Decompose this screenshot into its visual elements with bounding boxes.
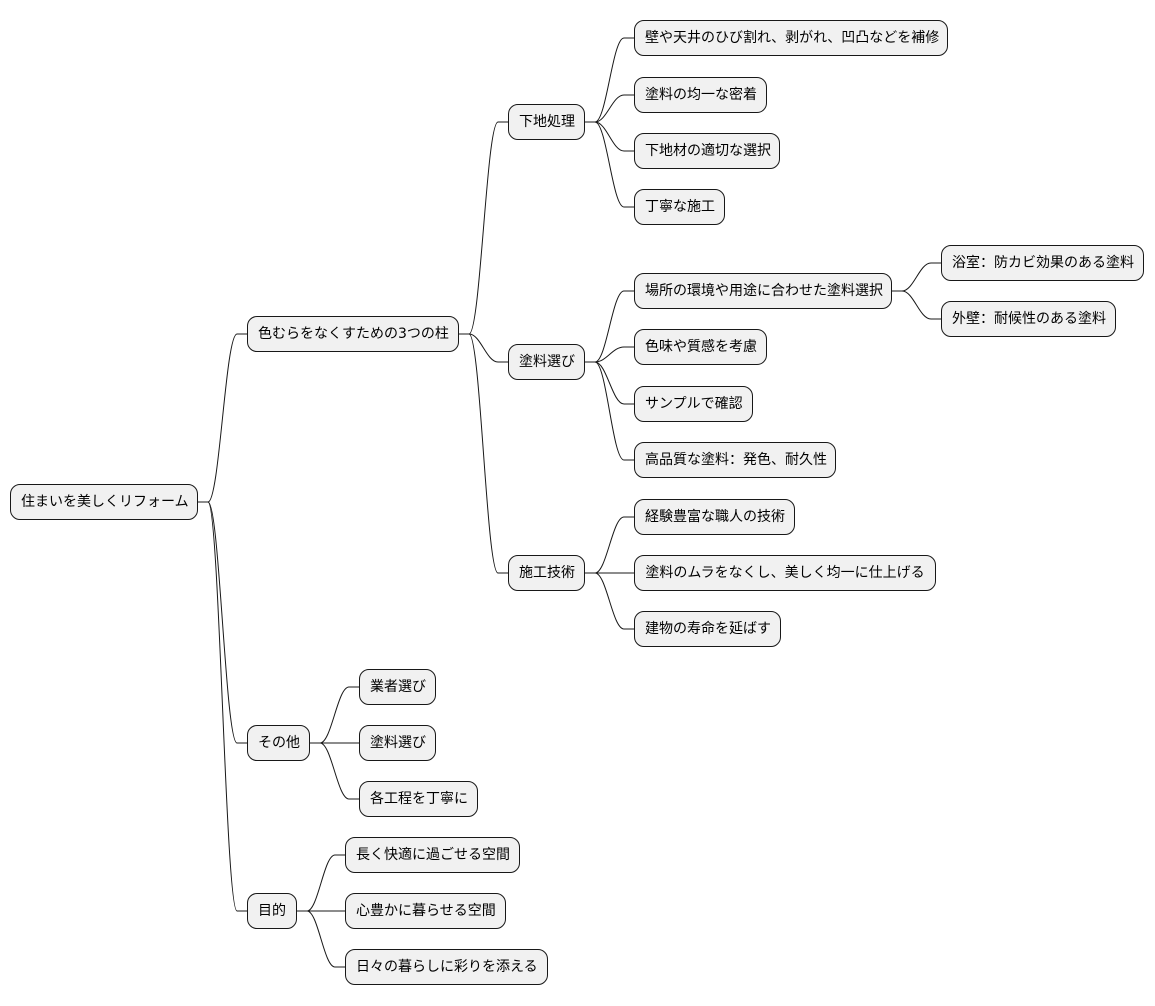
node-construction-technique: 施工技術: [508, 555, 585, 591]
node-environment-selection: 場所の環境や用途に合わせた塗料選択: [634, 273, 892, 309]
leaf-daily-color: 日々の暮らしに彩りを添える: [345, 949, 548, 985]
connector-node-construction-technique-leaf-building-lifespan: [585, 572, 634, 630]
node-three-pillars: 色むらをなくすための3つの柱: [247, 316, 459, 352]
leaf-color-texture: 色味や質感を考慮: [634, 329, 767, 365]
leaf-comfortable-space: 長く快適に過ごせる空間: [345, 837, 520, 873]
connector-node-substrate-treatment-leaf-crack-repair: [585, 37, 634, 123]
node-paint-selection: 塗料選び: [508, 344, 585, 380]
connector-node-paint-selection-leaf-color-texture: [585, 346, 634, 363]
connector-node-three-pillars-node-construction-technique: [459, 333, 508, 574]
connector-node-purpose-leaf-daily-color: [297, 910, 345, 968]
leaf-paint-choice: 塗料選び: [359, 725, 436, 761]
node-substrate-treatment: 下地処理: [508, 104, 585, 140]
leaf-each-process: 各工程を丁寧に: [359, 781, 478, 817]
leaf-crack-repair: 壁や天井のひび割れ、剥がれ、凹凸などを補修: [634, 20, 948, 56]
leaf-uniform-adhesion: 塗料の均一な密着: [634, 77, 767, 113]
connector-node-substrate-treatment-leaf-substrate-material: [585, 121, 634, 152]
connector-node-environment-selection-leaf-exterior-paint: [892, 290, 941, 320]
leaf-exterior-paint: 外壁：耐候性のある塗料: [941, 301, 1116, 337]
leaf-sample-check: サンプルで確認: [634, 386, 753, 422]
leaf-contractor-selection: 業者選び: [359, 669, 436, 705]
connector-node-three-pillars-node-substrate-treatment: [459, 121, 508, 335]
root-node: 住まいを美しくリフォーム: [10, 484, 198, 520]
connector-node-others-leaf-each-process: [310, 742, 359, 800]
connector-node-environment-selection-leaf-bathroom-paint: [892, 262, 941, 292]
leaf-substrate-material: 下地材の適切な選択: [634, 133, 780, 169]
connector-node-paint-selection-leaf-high-quality-paint: [585, 361, 634, 461]
connector-node-paint-selection-node-environment-selection: [585, 290, 634, 363]
connector-node-purpose-leaf-comfortable-space: [297, 854, 345, 912]
leaf-enriching-space: 心豊かに暮らせる空間: [345, 893, 506, 929]
connector-node-three-pillars-node-paint-selection: [459, 333, 508, 363]
connector-root-node-node-purpose: [198, 501, 247, 912]
leaf-high-quality-paint: 高品質な塗料：発色、耐久性: [634, 442, 836, 478]
leaf-careful-construction: 丁寧な施工: [634, 189, 725, 225]
node-others: その他: [247, 725, 310, 761]
connector-root-node-node-three-pillars: [198, 333, 247, 503]
connector-node-substrate-treatment-leaf-careful-construction: [585, 121, 634, 208]
leaf-bathroom-paint: 浴室：防カビ効果のある塗料: [941, 245, 1144, 281]
leaf-skilled-craftsmen: 経験豊富な職人の技術: [634, 499, 795, 535]
connector-node-paint-selection-leaf-sample-check: [585, 361, 634, 405]
connector-node-others-leaf-contractor-selection: [310, 686, 359, 744]
leaf-building-lifespan: 建物の寿命を延ばす: [634, 611, 781, 647]
connector-node-substrate-treatment-leaf-uniform-adhesion: [585, 94, 634, 123]
connector-node-construction-technique-leaf-skilled-craftsmen: [585, 516, 634, 574]
leaf-uniform-finish: 塗料のムラをなくし、美しく均一に仕上げる: [634, 555, 936, 591]
node-purpose: 目的: [247, 893, 297, 929]
connector-root-node-node-others: [198, 501, 247, 744]
